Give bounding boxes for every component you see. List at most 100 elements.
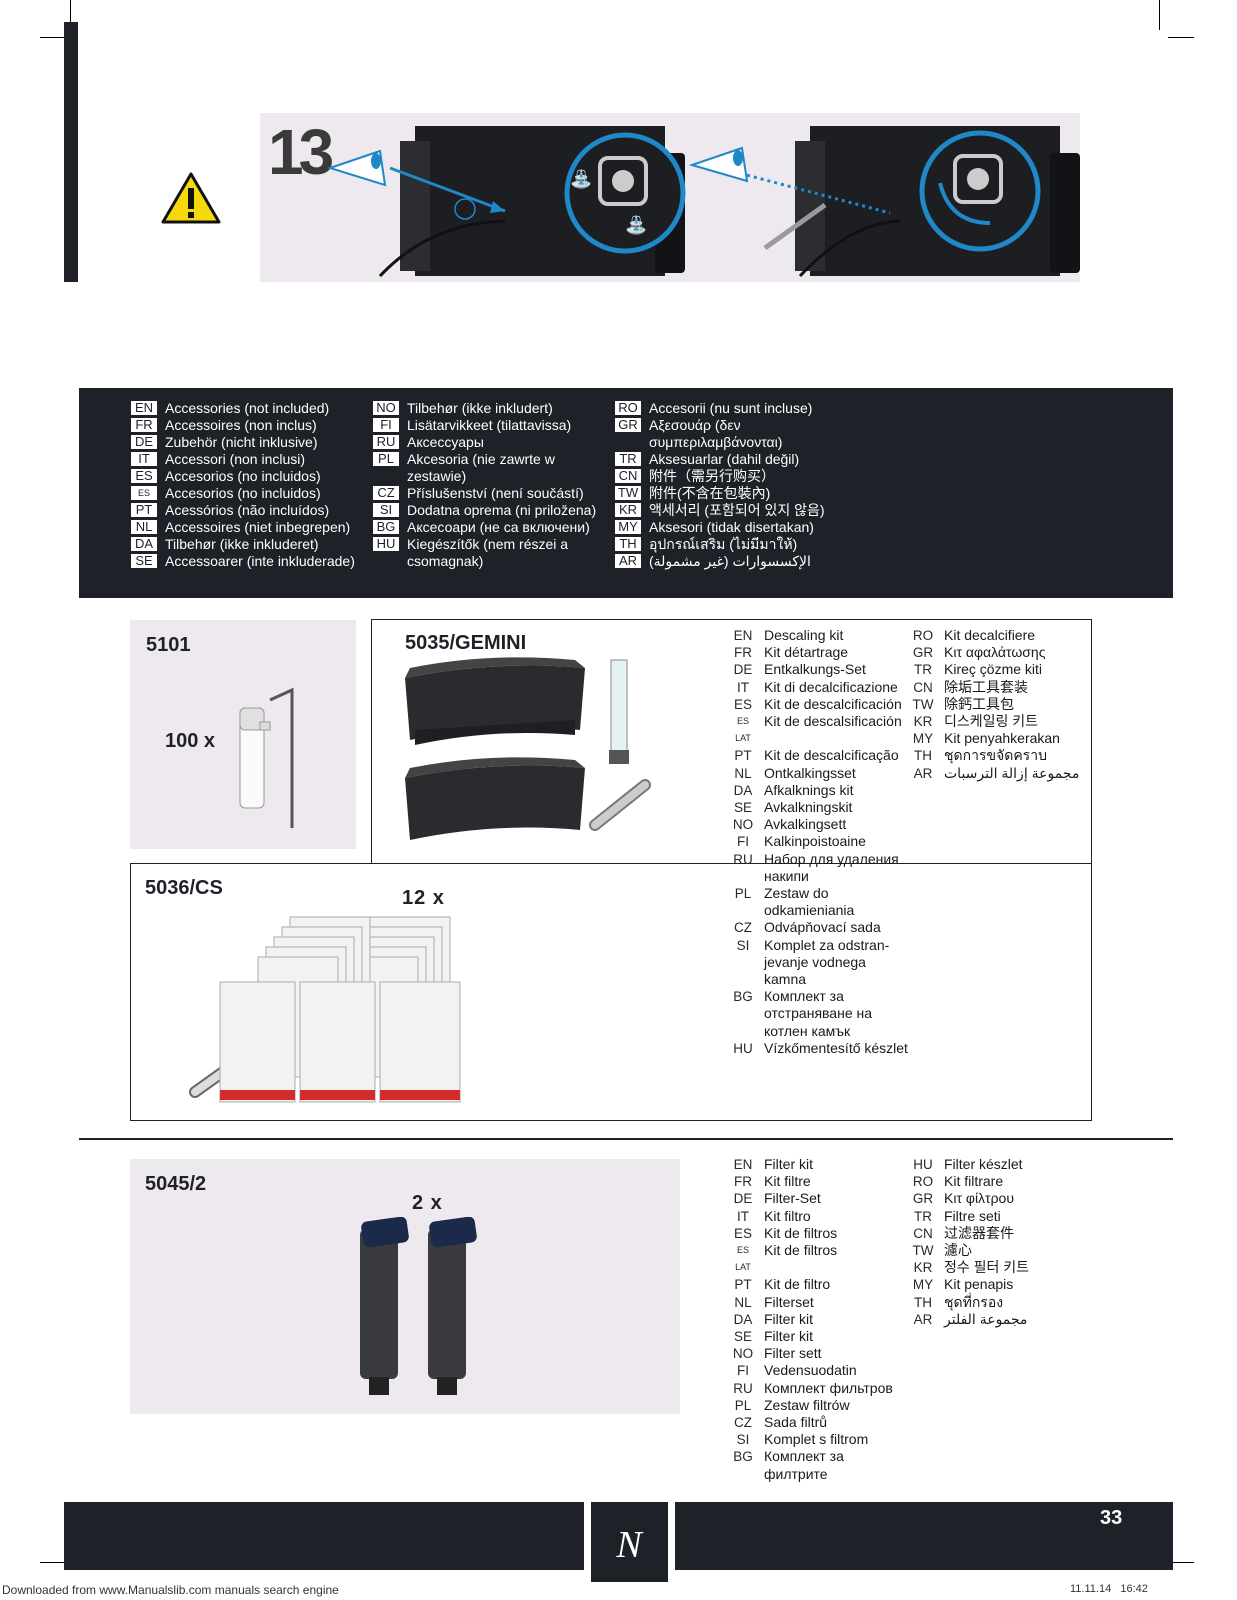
language-code: NO (373, 401, 399, 415)
language-code: RU (373, 435, 399, 449)
language-code: CN (615, 469, 641, 483)
product-quantity: 12 x (402, 887, 445, 909)
page-number: 33 (1100, 1507, 1123, 1529)
translated-label: الإكسسوارات (غير مشمولة) (649, 553, 811, 569)
crop-mark (40, 37, 66, 38)
translated-label: Accessoarer (inte inkluderade) (165, 553, 355, 569)
language-code: SE (131, 554, 157, 568)
translated-label: 过滤器套件 (944, 1224, 1014, 1241)
translated-label: Accessoires (niet inbegrepen) (165, 519, 351, 535)
language-row: DE Entkalkungs-Set (730, 661, 910, 678)
translated-label: Accessoires (non inclus) (165, 417, 317, 433)
product-5101-panel: 5101 100 x (130, 620, 356, 849)
translated-label: Filter sett (764, 1345, 822, 1362)
language-code: IT (737, 679, 749, 695)
translated-label: Entkalkungs-Set (764, 661, 866, 678)
language-code: DA (733, 782, 753, 798)
language-code: HU (373, 537, 399, 551)
language-code: MY (912, 1277, 934, 1293)
translated-label: Filter kit (764, 1310, 813, 1327)
language-code: SI (736, 1432, 750, 1448)
product-5045-panel: 5045/2 2 x (130, 1159, 680, 1414)
svg-text:⛲: ⛲ (570, 168, 592, 190)
language-code: DE (733, 662, 753, 678)
translated-label: Filterset (764, 1293, 814, 1310)
translated-label: 濾心 (944, 1242, 972, 1259)
descaling-tray-image (405, 657, 651, 840)
language-code: EN (733, 628, 753, 643)
translated-label: Lisätarvikkeet (tilattavissa) (407, 417, 572, 433)
section-divider (79, 1138, 1173, 1140)
crop-mark (1168, 1562, 1194, 1563)
language-code: CZ (734, 1415, 752, 1431)
language-code: CZ (373, 486, 399, 500)
translated-label: Kit de descalsificación (764, 713, 902, 730)
language-code: NL (131, 520, 157, 534)
language-code: FR (131, 418, 157, 432)
language-code: NL (734, 765, 752, 781)
translated-label: 정수 필터 키트 (944, 1259, 1030, 1276)
translated-label: Filter kit (764, 1156, 813, 1172)
nespresso-logo-icon: N (615, 1524, 644, 1566)
translated-label: Accessori (non inclusi) (165, 451, 306, 467)
language-code: GR (912, 1191, 934, 1207)
step-number: 13 (268, 116, 334, 188)
download-credit[interactable]: Downloaded from www.Manualslib.com manua… (2, 1583, 339, 1597)
language-code: MY (615, 520, 641, 534)
product-code: 5035/GEMINI (405, 632, 527, 654)
product-5036-frame (130, 863, 1092, 1121)
translated-label: Κιτ φίλτρου (944, 1190, 1014, 1207)
language-code: HU (733, 1040, 753, 1056)
translated-label: Zestaw do odkamieniania (764, 885, 855, 919)
translated-label: Kireç çözme kiti (944, 661, 1043, 678)
language-code: RO (615, 401, 641, 415)
language-code: FI (737, 834, 749, 850)
language-row: GR Κιτ φίλτρου (910, 1190, 1100, 1207)
translated-label: Filter-Set (764, 1190, 821, 1207)
translated-label: Kit filtro (764, 1207, 811, 1224)
language-code: FI (737, 1363, 749, 1379)
language-code: BG (733, 1449, 753, 1465)
descaling-sachets-image (189, 916, 461, 1103)
product-code: 5045/2 (145, 1173, 207, 1195)
svg-text:⛲: ⛲ (625, 214, 647, 236)
language-code: CZ (734, 920, 752, 936)
translated-label: Tilbehør (ikke inkluderet) (165, 536, 319, 552)
translated-label: Набор для удаления накипи (764, 850, 899, 884)
translated-label: ชุดที่กรอง (944, 1293, 1004, 1310)
translated-label: อุปกรณ์เสริม (ไม่มีมาให้) (649, 536, 798, 552)
